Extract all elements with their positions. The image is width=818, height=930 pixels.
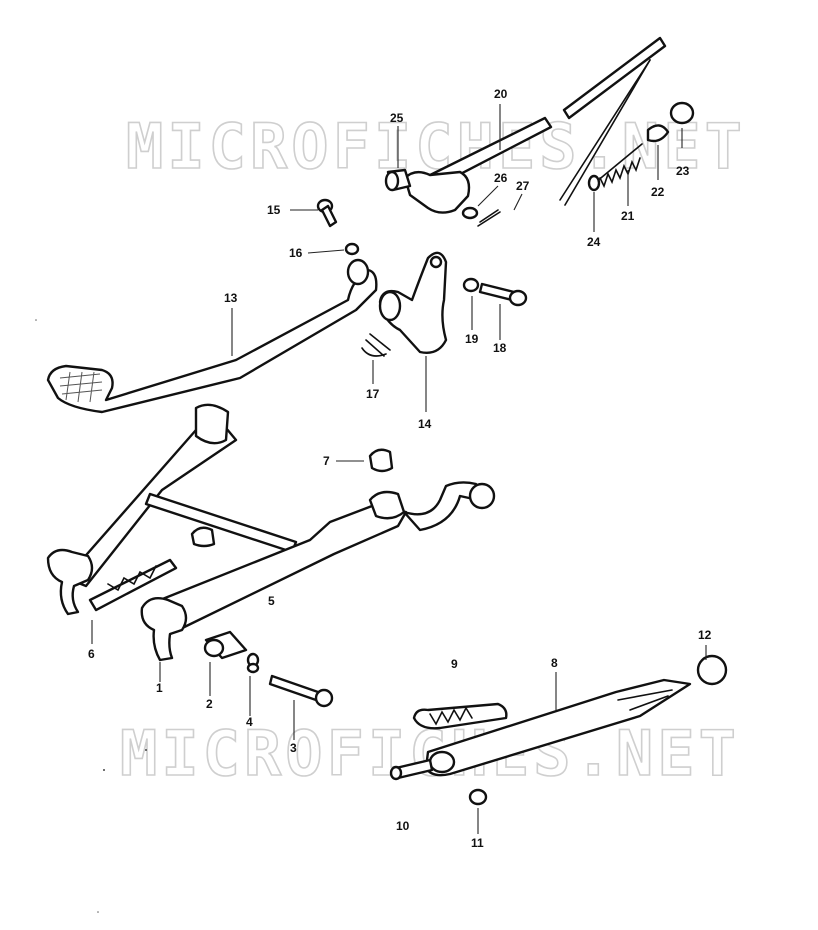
stopper-rubber bbox=[368, 448, 394, 473]
rod-nut bbox=[462, 277, 480, 293]
callout-26: 26 bbox=[494, 171, 508, 185]
callout-labels: 20 25 26 27 23 22 21 24 15 16 13 17 14 1… bbox=[88, 87, 712, 850]
center-stand bbox=[46, 548, 188, 662]
callout-19: 19 bbox=[465, 332, 479, 346]
clevis-washer bbox=[461, 206, 479, 220]
callout-25: 25 bbox=[390, 111, 404, 125]
cotter-pin bbox=[477, 209, 501, 227]
side-stand-spring bbox=[412, 702, 508, 730]
pedal-spring bbox=[361, 333, 391, 357]
callout-4: 4 bbox=[246, 715, 253, 729]
rod-washer bbox=[587, 174, 601, 192]
callout-27: 27 bbox=[516, 179, 530, 193]
leader-lines bbox=[91, 104, 707, 834]
callout-7: 7 bbox=[323, 454, 330, 468]
rod-adjuster-nut bbox=[669, 101, 695, 125]
callout-24: 24 bbox=[587, 235, 601, 249]
callout-16: 16 bbox=[289, 246, 303, 260]
callout-15: 15 bbox=[267, 203, 281, 217]
callout-14: 14 bbox=[418, 417, 432, 431]
callout-13: 13 bbox=[224, 291, 238, 305]
callout-1: 1 bbox=[156, 681, 163, 695]
callout-10: 10 bbox=[396, 819, 410, 833]
rod-collar bbox=[646, 124, 670, 143]
pedal-bolt bbox=[316, 198, 338, 228]
callout-22: 22 bbox=[651, 185, 665, 199]
rod-clevis-pin bbox=[384, 168, 412, 192]
brake-rod bbox=[403, 36, 667, 214]
callout-12: 12 bbox=[698, 628, 712, 642]
callout-5: 5 bbox=[268, 594, 275, 608]
callout-9: 9 bbox=[451, 657, 458, 671]
stand-frame bbox=[64, 403, 496, 636]
rod-bolt bbox=[478, 282, 528, 307]
side-stand-nut bbox=[468, 788, 488, 806]
pivot-bolt bbox=[268, 674, 334, 708]
callout-3: 3 bbox=[290, 741, 297, 755]
callout-17: 17 bbox=[366, 387, 380, 401]
side-stand-rubber bbox=[696, 654, 728, 686]
callout-11: 11 bbox=[471, 836, 484, 850]
callout-2: 2 bbox=[206, 697, 213, 711]
stand-bushing bbox=[203, 630, 248, 660]
callout-6: 6 bbox=[88, 647, 95, 661]
scan-specks bbox=[35, 319, 147, 913]
callout-8: 8 bbox=[551, 656, 558, 670]
side-stand-bolt bbox=[389, 758, 434, 781]
washer bbox=[246, 652, 260, 674]
callout-18: 18 bbox=[493, 341, 507, 355]
callout-21: 21 bbox=[621, 209, 635, 223]
pedal-washer bbox=[344, 242, 360, 256]
callout-20: 20 bbox=[494, 87, 508, 101]
rod-spring bbox=[595, 143, 643, 189]
callout-23: 23 bbox=[676, 164, 690, 178]
pedal-pivot bbox=[378, 251, 448, 354]
brake-pedal bbox=[46, 258, 378, 414]
